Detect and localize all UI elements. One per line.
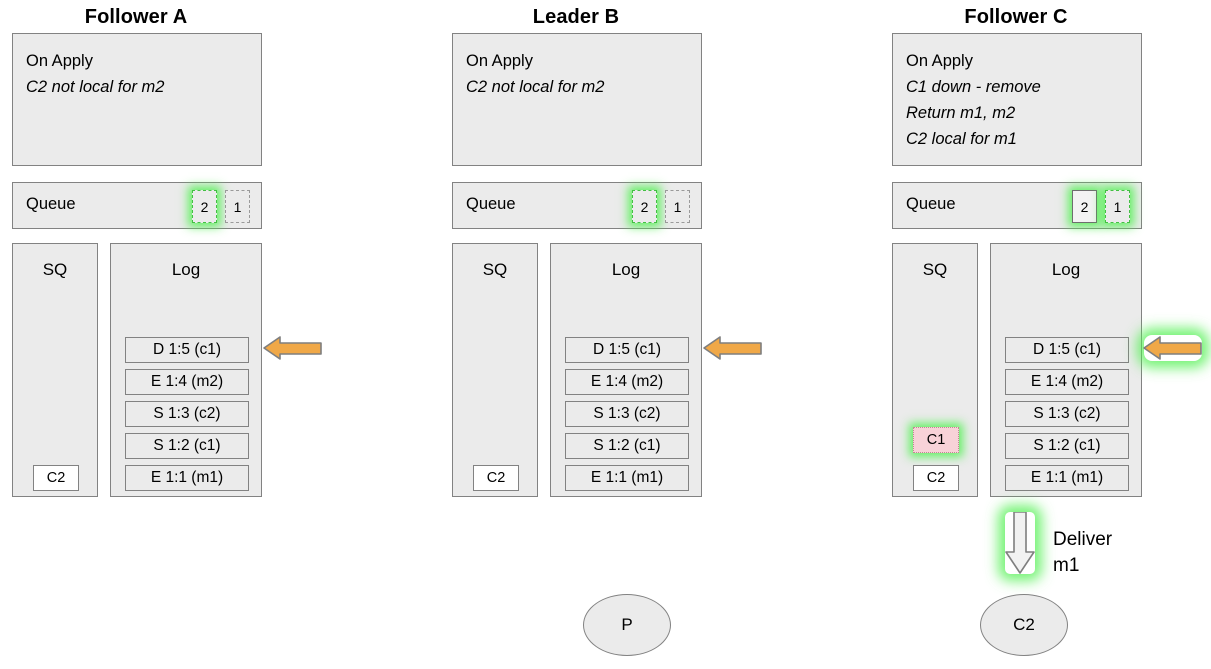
log-entry[interactable]: E 1:1 (m1) bbox=[565, 465, 689, 491]
on-apply-line-3: C2 local for m1 bbox=[906, 130, 1017, 148]
queue-slot-1[interactable]: 1 bbox=[225, 190, 250, 223]
on-apply-heading: On Apply bbox=[466, 52, 533, 70]
sq-heading: SQ bbox=[922, 260, 948, 279]
log-entry[interactable]: E 1:4 (m2) bbox=[1005, 369, 1129, 395]
queue-slot-2[interactable]: 2 bbox=[1072, 190, 1097, 223]
sq-heading: SQ bbox=[482, 260, 508, 279]
on-apply-line-2: Return m1, m2 bbox=[906, 104, 1016, 122]
replication-arrow-wrapper-leader-b bbox=[703, 335, 762, 363]
client-node-c2[interactable]: C2 bbox=[980, 594, 1068, 656]
node-column-follower-c: Follower C On Apply C1 down - remove Ret… bbox=[891, 0, 1202, 669]
log-entry[interactable]: E 1:1 (m1) bbox=[1005, 465, 1129, 491]
column-title-leader-b: Leader B bbox=[532, 6, 620, 28]
sq-panel-leader-b: SQ C2 bbox=[452, 243, 538, 497]
log-entry[interactable]: S 1:2 (c1) bbox=[1005, 433, 1129, 459]
queue-slot-2[interactable]: 2 bbox=[632, 190, 657, 223]
on-apply-heading: On Apply bbox=[906, 52, 973, 70]
replication-arrow-icon bbox=[1143, 335, 1202, 363]
deliver-arrow-wrapper bbox=[1005, 511, 1035, 574]
sq-entry-c2[interactable]: C2 bbox=[33, 465, 79, 491]
log-entry[interactable]: D 1:5 (c1) bbox=[125, 337, 249, 363]
deliver-label-line-1: Deliver bbox=[1053, 529, 1113, 550]
log-entry[interactable]: S 1:3 (c2) bbox=[1005, 401, 1129, 427]
sq-panel-follower-a: SQ C2 bbox=[12, 243, 98, 497]
replication-arrow-icon bbox=[703, 335, 762, 363]
log-entry[interactable]: D 1:5 (c1) bbox=[565, 337, 689, 363]
queue-label: Queue bbox=[906, 195, 956, 213]
log-panel-follower-c: Log E 1:1 (m1) S 1:2 (c1) S 1:3 (c2) E 1… bbox=[990, 243, 1142, 497]
log-heading: Log bbox=[611, 260, 641, 279]
log-entry[interactable]: S 1:3 (c2) bbox=[565, 401, 689, 427]
log-entry[interactable]: S 1:3 (c2) bbox=[125, 401, 249, 427]
queue-panel-follower-a: Queue 2 1 bbox=[12, 182, 262, 229]
column-title-follower-c: Follower C bbox=[964, 6, 1068, 28]
log-entry[interactable]: E 1:1 (m1) bbox=[125, 465, 249, 491]
client-node-p[interactable]: P bbox=[583, 594, 671, 656]
log-entry[interactable]: D 1:5 (c1) bbox=[1005, 337, 1129, 363]
column-title-follower-a: Follower A bbox=[84, 6, 188, 28]
on-apply-line-1: C2 not local for m2 bbox=[466, 78, 605, 96]
node-column-follower-a: Follower A On Apply C2 not local for m2 … bbox=[11, 0, 322, 669]
log-entry[interactable]: E 1:4 (m2) bbox=[565, 369, 689, 395]
on-apply-panel-follower-c: On Apply C1 down - remove Return m1, m2 … bbox=[892, 33, 1142, 166]
queue-panel-leader-b: Queue 2 1 bbox=[452, 182, 702, 229]
sq-heading: SQ bbox=[42, 260, 68, 279]
deliver-down-arrow-icon bbox=[1005, 511, 1035, 578]
sq-entry-c2[interactable]: C2 bbox=[913, 465, 959, 491]
queue-slot-list: 2 1 bbox=[632, 190, 690, 223]
queue-slot-1[interactable]: 1 bbox=[665, 190, 690, 223]
sq-entry-c1-removed[interactable]: C1 bbox=[913, 427, 959, 453]
queue-slot-list: 2 1 bbox=[1072, 190, 1130, 223]
replication-arrow-wrapper-follower-a bbox=[263, 335, 322, 363]
log-panel-leader-b: Log E 1:1 (m1) S 1:2 (c1) S 1:3 (c2) E 1… bbox=[550, 243, 702, 497]
log-entry[interactable]: E 1:4 (m2) bbox=[125, 369, 249, 395]
queue-slot-list: 2 1 bbox=[192, 190, 250, 223]
log-entry[interactable]: S 1:2 (c1) bbox=[565, 433, 689, 459]
log-entry[interactable]: S 1:2 (c1) bbox=[125, 433, 249, 459]
queue-label: Queue bbox=[466, 195, 516, 213]
sq-entry-c2[interactable]: C2 bbox=[473, 465, 519, 491]
log-heading: Log bbox=[1051, 260, 1081, 279]
on-apply-line-1: C2 not local for m2 bbox=[26, 78, 165, 96]
queue-slot-1[interactable]: 1 bbox=[1105, 190, 1130, 223]
sq-panel-follower-c: SQ C1 C2 bbox=[892, 243, 978, 497]
on-apply-panel-follower-a: On Apply C2 not local for m2 bbox=[12, 33, 262, 166]
log-panel-follower-a: Log E 1:1 (m1) S 1:2 (c1) S 1:3 (c2) E 1… bbox=[110, 243, 262, 497]
on-apply-line-1: C1 down - remove bbox=[906, 78, 1041, 96]
queue-slot-2[interactable]: 2 bbox=[192, 190, 217, 223]
node-column-leader-b: Leader B On Apply C2 not local for m2 Qu… bbox=[451, 0, 762, 669]
on-apply-panel-leader-b: On Apply C2 not local for m2 bbox=[452, 33, 702, 166]
queue-label: Queue bbox=[26, 195, 76, 213]
log-heading: Log bbox=[171, 260, 201, 279]
queue-panel-follower-c: Queue 2 1 bbox=[892, 182, 1142, 229]
on-apply-heading: On Apply bbox=[26, 52, 93, 70]
replication-arrow-wrapper-follower-c bbox=[1143, 335, 1202, 363]
deliver-label-line-2: m1 bbox=[1053, 555, 1080, 576]
replication-arrow-icon bbox=[263, 335, 322, 363]
